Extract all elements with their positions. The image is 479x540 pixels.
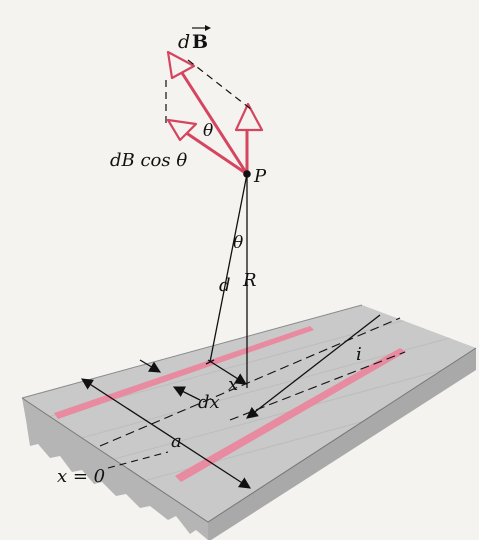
vector-arrowheads: [166, 50, 264, 142]
theta-upper-label: θ: [203, 121, 213, 141]
width-a-arrow: [81, 378, 251, 489]
x-distance-arrow: [207, 359, 247, 385]
width-a-label: a: [171, 431, 182, 452]
point-P-dot: [243, 170, 251, 178]
dB-cos-theta-component: [177, 126, 249, 176]
dB-cos-theta-label: dB cos θ: [110, 150, 187, 171]
dashed-top-edge: [187, 59, 253, 111]
geometry-lines: [205, 173, 248, 388]
cos-arrowhead-icon: [166, 118, 198, 142]
sheet-right-face: [208, 348, 476, 540]
current-i-arrow: [246, 314, 381, 419]
dimension-arrows: [81, 314, 381, 489]
point-P-label: P: [253, 166, 267, 187]
conducting-sheet: [21, 304, 477, 540]
current-i-label: i: [356, 344, 362, 365]
dB-arrowhead-icon: [166, 50, 196, 80]
dx-arrow-lower: [172, 386, 201, 401]
distance-R-label: R: [242, 270, 257, 291]
vector-construction: [165, 59, 253, 128]
dx-arrow-upper: [139, 359, 162, 373]
dB-vector: [173, 60, 249, 176]
origin-x0-label: x = 0: [57, 466, 105, 487]
line-d: [209, 173, 248, 363]
x-axis-dashed-line: [99, 317, 401, 447]
width-dx-label: dx: [198, 392, 220, 413]
dB-vector-label-prefix: d: [178, 31, 190, 53]
tick-on-strip: [205, 359, 215, 365]
theta-lower-label: θ: [233, 233, 243, 253]
vertical-arrowhead-icon: [234, 102, 264, 132]
labels: d B dB cos θ P θ θ d R i x dx a x = 0: [57, 25, 362, 487]
position-x-label: x: [228, 374, 238, 395]
dB-vector-label-symbol: B: [192, 31, 208, 53]
vector-over-arrow-icon: [192, 25, 211, 31]
distance-d-label: d: [219, 275, 231, 296]
